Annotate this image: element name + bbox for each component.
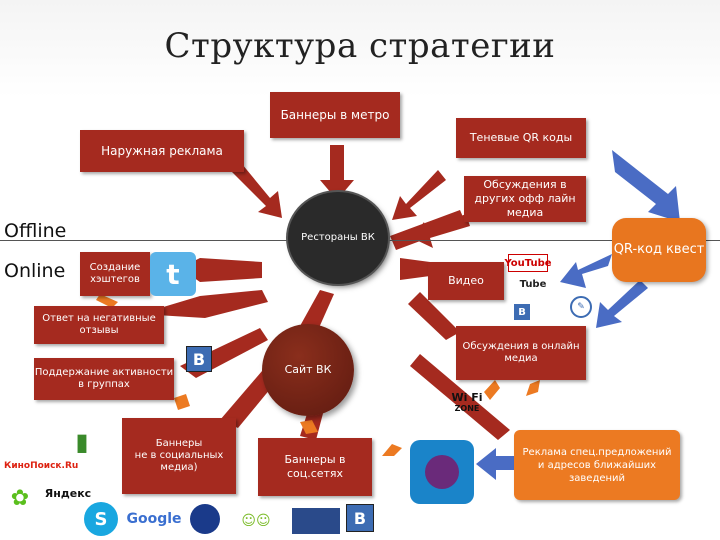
arrow-outdoor [232, 164, 282, 218]
orange-arrow-5 [526, 380, 540, 396]
kinopoisk-logo: КиноПоиск.Ru [4, 461, 79, 471]
page-title: Структура стратегии [164, 26, 556, 66]
orange-arrow-2 [174, 394, 190, 410]
node-offline-discussions: Обсуждения в других офф лайн медиа [464, 176, 586, 222]
online-label: Online [4, 260, 66, 282]
node-online-discussions: Обсуждения в онлайн медиа [456, 326, 586, 380]
orange-arrow-3 [300, 420, 318, 434]
blue-arrows [476, 150, 680, 480]
service-globe-icon [190, 504, 220, 534]
spoke-promo [410, 354, 510, 440]
spoke-online-discussions [408, 292, 460, 340]
spoke-video [400, 258, 430, 280]
node-social-banners: Баннеры в соц.сетях [258, 438, 372, 496]
orange-arrow-4 [382, 444, 402, 456]
node-negative-reviews: Ответ на негативные отзывы [34, 306, 164, 344]
node-groups-activity: Поддержание активности в группах [34, 358, 174, 400]
spoke-negative [140, 290, 268, 318]
spoke-hashtags [180, 258, 262, 282]
skype-icon: S [84, 502, 118, 536]
node-qr-quest: QR-код квест [612, 218, 706, 282]
vk-icon: В [186, 346, 212, 372]
foursquare-mark [425, 455, 459, 489]
wifi-icon: Wi Fi ZONE [450, 388, 484, 418]
livejournal-icon: ✎ [570, 296, 592, 318]
mobile-phone-icon: ▮ [75, 428, 89, 456]
arrow-metro [320, 145, 354, 200]
blue-arrow-bottom [476, 448, 524, 480]
orange-arrow-6 [484, 380, 500, 400]
node-promo-ads: Реклама спец.предложений и адресов ближа… [514, 430, 680, 500]
yandex-logo: Яндекс [44, 486, 92, 500]
node-restaurants: Рестораны ВК [288, 192, 388, 284]
offline-label: Offline [4, 220, 67, 242]
blue-arrow-low [596, 280, 648, 328]
rutube-icon: Tube [519, 278, 547, 290]
youtube-icon: YouTube [504, 254, 552, 272]
twitter-icon: t [150, 252, 196, 296]
vk-bottom-icon: В [346, 504, 374, 532]
wifi-zone-label: ZONE [454, 404, 480, 413]
arrow-qr-shadow [392, 170, 446, 220]
node-hashtags: Создание хэштегов [80, 252, 150, 296]
vk-small-icon: В [514, 304, 530, 320]
wifi-label: Wi Fi [451, 391, 483, 404]
blue-arrow-top [612, 150, 680, 222]
odnoklassniki-icon: ☺☺ [241, 513, 271, 529]
media-banner-icon [292, 508, 340, 534]
node-outdoor-ads: Наружная реклама [80, 130, 244, 172]
icq-icon: ✿ [10, 485, 30, 511]
node-banners-non-social: Баннеры не в социальных медиа) [122, 418, 236, 494]
blue-arrow-mid [560, 254, 612, 288]
node-video: Видео [428, 262, 504, 300]
node-metro-banners: Баннеры в метро [270, 92, 400, 138]
spoke-site [300, 290, 334, 330]
node-qr-shadow: Теневые QR коды [456, 118, 586, 158]
node-site-vk: Сайт ВК [262, 324, 354, 416]
google-logo: Google [126, 511, 182, 527]
orange-arrow-1 [96, 294, 118, 308]
foursquare-icon [410, 440, 474, 504]
orange-arrows [96, 294, 540, 456]
